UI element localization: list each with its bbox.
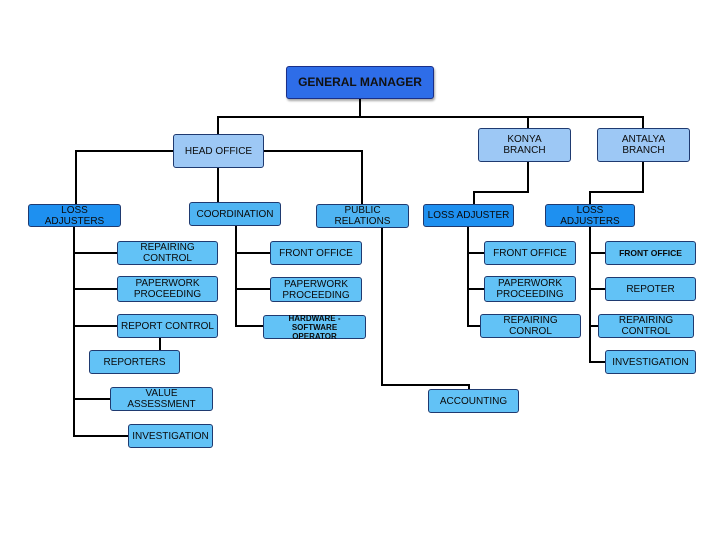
report-control-box: REPORT CONTROL (117, 314, 218, 338)
konya-repairing-control-box: REPAIRING CONROL (480, 314, 581, 338)
antalya-front-office-box: FRONT OFFICE (605, 241, 696, 265)
antalya-front-office-label: FRONT OFFICE (619, 247, 682, 258)
konya-front-office-label: FRONT OFFICE (493, 247, 567, 259)
konya-branch-label: KONYA BRANCH (503, 134, 546, 156)
coordination-paperwork-box: PAPERWORK PROCEEDING (270, 277, 362, 302)
antalya-branch-box: ANTALYA BRANCH (597, 128, 690, 162)
coordination-paperwork-label: PAPERWORK PROCEEDING (282, 278, 350, 301)
investigation-box: INVESTIGATION (128, 424, 213, 448)
loss-adjusters-box: LOSS ADJUSTERS (28, 204, 121, 227)
antalya-repairing-control-label: REPAIRING CONTROL (618, 315, 674, 337)
konya-front-office-box: FRONT OFFICE (484, 241, 576, 265)
antalya-loss-adjusters-label: LOSS ADJUSTERS (560, 204, 620, 227)
reporters-box: REPORTERS (89, 350, 180, 374)
repairing-control-box: REPAIRING CONTROL (117, 241, 218, 265)
antalya-repairing-control-box: REPAIRING CONTROL (598, 314, 694, 338)
antalya-reporter-label: REPOTER (626, 283, 675, 295)
antalya-reporter-box: REPOTER (605, 277, 696, 301)
konya-loss-adjuster-box: LOSS ADJUSTER (423, 204, 514, 227)
konya-loss-adjuster-label: LOSS ADJUSTER (427, 210, 510, 221)
head-office-label: HEAD OFFICE (184, 145, 253, 157)
konya-paperwork-label: PAPERWORK PROCEEDING (496, 278, 564, 300)
repairing-control-label: REPAIRING CONTROL (140, 242, 195, 264)
loss-adjusters-label: LOSS ADJUSTERS (44, 204, 105, 227)
connector-loss-adjusters-tree (73, 226, 129, 437)
value-assessment-box: VALUE ASSESSMENT (110, 387, 213, 411)
reporters-label: REPORTERS (103, 356, 166, 368)
connector-gm (217, 98, 644, 118)
connector-antalya-tree (589, 161, 644, 363)
connector-coordination-tree (235, 225, 271, 327)
paperwork-proceeding-label: PAPERWORK PROCEEDING (133, 278, 202, 300)
antalya-branch-label: ANTALYA BRANCH (621, 134, 666, 156)
connector-public-relations-accounting (381, 227, 470, 390)
accounting-label: ACCOUNTING (439, 395, 508, 407)
value-assessment-label: VALUE ASSESSMENT (127, 388, 196, 410)
konya-paperwork-box: PAPERWORK PROCEEDING (484, 276, 576, 302)
paperwork-proceeding-box: PAPERWORK PROCEEDING (117, 276, 218, 302)
coordination-front-office-box: FRONT OFFICE (270, 241, 362, 265)
antalya-investigation-label: INVESTIGATION (612, 356, 689, 368)
connector-konya-tree (467, 161, 529, 327)
public-relations-label: PUBLIC RELATIONS (334, 205, 391, 227)
coordination-box: COORDINATION (189, 202, 281, 226)
general-manager-box: GENERAL MANAGER (286, 66, 434, 99)
konya-branch-box: KONYA BRANCH (478, 128, 571, 162)
hardware-software-operator-label: HARDWARE - SOFTWARE OPERATOR (288, 313, 341, 341)
report-control-label: REPORT CONTROL (121, 320, 214, 332)
accounting-box: ACCOUNTING (428, 389, 519, 413)
hardware-software-operator-box: HARDWARE - SOFTWARE OPERATOR (263, 313, 366, 341)
public-relations-box: PUBLIC RELATIONS (316, 204, 409, 228)
investigation-label: INVESTIGATION (132, 430, 209, 442)
coordination-front-office-label: FRONT OFFICE (279, 247, 353, 259)
coordination-label: COORDINATION (196, 208, 274, 220)
general-manager-label: GENERAL MANAGER (298, 75, 422, 89)
antalya-loss-adjusters-box: LOSS ADJUSTERS (545, 204, 635, 227)
head-office-box: HEAD OFFICE (173, 134, 264, 168)
antalya-investigation-box: INVESTIGATION (605, 350, 696, 374)
konya-repairing-control-label: REPAIRING CONROL (503, 315, 558, 337)
